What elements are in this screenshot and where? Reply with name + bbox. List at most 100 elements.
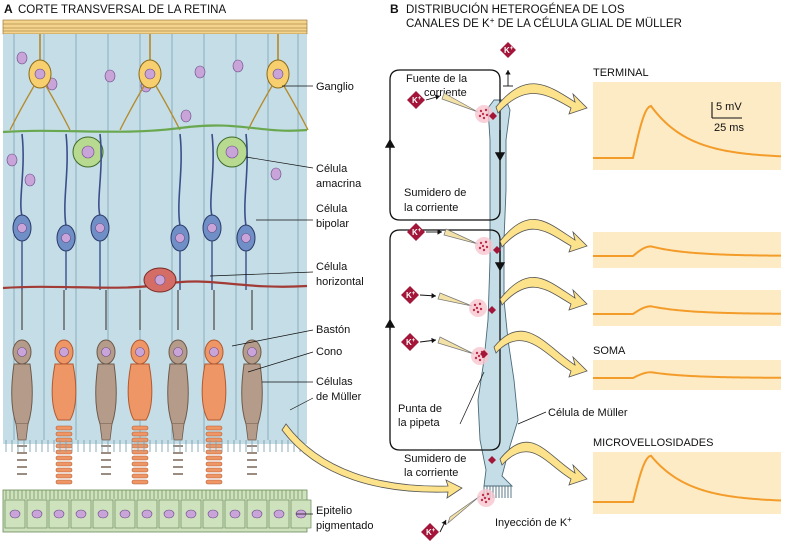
k-dot — [481, 493, 485, 497]
k-ion-efflux — [503, 70, 513, 87]
bipolar-nucleus — [17, 223, 27, 233]
k-dot — [479, 307, 483, 311]
panel-a-title: CORTE TRANSVERSAL DE LA RETINA — [18, 4, 226, 16]
recording-arrow — [499, 219, 588, 253]
label-sumidero-bot-1: Sumidero de — [404, 453, 466, 465]
k-dot — [478, 114, 482, 118]
recording-arrow — [499, 441, 588, 486]
cone-disc — [55, 467, 73, 473]
label-amacrina-2: amacrina — [316, 178, 362, 190]
rod-inner-segment — [95, 363, 117, 425]
k-dot — [477, 354, 481, 358]
k-ion-badge: K+ — [407, 91, 425, 109]
k-dot — [481, 112, 485, 116]
k-ion-badge: K+ — [500, 42, 516, 58]
epithelium-nucleus — [141, 509, 153, 519]
label-epitelio-1: Epitelio — [316, 505, 352, 517]
epithelium-nucleus — [207, 509, 219, 519]
label-cono: Cono — [316, 346, 342, 358]
cone-disc — [55, 449, 73, 455]
muller-nucleus — [6, 153, 18, 167]
label-sumidero-top-1: Sumidero de — [404, 187, 466, 199]
cone-nucleus — [135, 347, 145, 357]
k-dot — [472, 308, 476, 312]
cone-disc — [55, 437, 73, 443]
rod-nucleus — [17, 347, 27, 357]
k-ion-badge: K+ — [401, 286, 419, 304]
k-diamond — [401, 286, 419, 304]
cone-disc — [131, 443, 149, 449]
photoreceptors — [5, 290, 301, 485]
inner-plexiform-line — [2, 124, 308, 134]
k-ion-badge: K+ — [401, 333, 419, 351]
cone-disc — [131, 437, 149, 443]
k-dot — [482, 116, 486, 120]
pipette-arrow — [425, 94, 441, 101]
k-label: K+ — [504, 46, 514, 55]
k-dot — [475, 306, 479, 310]
cone-disc — [55, 425, 73, 431]
pipette — [441, 92, 479, 113]
amacrine-cells — [72, 136, 248, 168]
k-dot — [478, 358, 482, 362]
bipolar-cells — [12, 133, 256, 290]
recording-arrow — [493, 330, 588, 378]
nerve-fiber-layer — [2, 19, 308, 35]
epithelium-nucleus — [273, 509, 285, 519]
k-dot — [479, 109, 483, 113]
rod-nucleus — [247, 347, 257, 357]
muller-nucleus — [16, 51, 28, 65]
rod-nucleus — [101, 347, 111, 357]
muller-nucleus — [180, 109, 192, 123]
cone-disc — [205, 455, 223, 461]
scale-bar: 5 mV 25 ms — [711, 101, 744, 134]
k-diamond — [500, 42, 516, 58]
k-dot — [487, 497, 491, 501]
cone-disc — [205, 437, 223, 443]
k-dot — [479, 241, 483, 245]
label-horizontal-1: Célula — [316, 261, 348, 273]
muller-nucleus — [24, 173, 36, 187]
cone-disc — [131, 455, 149, 461]
cone-nucleus — [59, 347, 69, 357]
rod-cilium — [15, 423, 29, 441]
recording-background — [593, 290, 781, 326]
k-label: K+ — [406, 338, 416, 347]
cone-disc — [205, 467, 223, 473]
k-diamond — [401, 333, 419, 351]
ganglion-cells — [9, 34, 309, 131]
label-sumidero-top-2: la corriente — [404, 202, 458, 214]
recording-trace — [593, 305, 782, 315]
k-dot — [483, 496, 487, 500]
panel-b-title-1: DISTRIBUCIÓN HETEROGÉNEA DE LOS — [406, 3, 625, 16]
k-label: K+ — [412, 96, 422, 105]
k-diamond — [407, 223, 425, 241]
recording-panel — [499, 277, 782, 326]
k-dot — [484, 240, 488, 244]
cone-disc — [55, 443, 73, 449]
ganglion-dendrite — [9, 85, 71, 131]
k-diamond — [421, 523, 439, 541]
k-dot — [478, 302, 482, 306]
recording-panel: SOMA — [493, 330, 782, 390]
k-dot — [475, 351, 479, 355]
k-dot — [481, 244, 485, 248]
cone-nucleus — [209, 347, 219, 357]
pipette — [437, 292, 473, 307]
cone-disc — [55, 461, 73, 467]
bipolar-axon — [98, 133, 102, 217]
k-ion-badge: K+ — [407, 223, 425, 241]
k-dot — [480, 498, 484, 502]
cone-disc — [205, 443, 223, 449]
muller-nucleus — [194, 65, 206, 79]
bipolar-axon — [64, 133, 68, 227]
label-epitelio-2: pigmentado — [316, 520, 374, 532]
cone-disc — [131, 467, 149, 473]
k-ion-badge: K+ — [421, 523, 439, 541]
recording-background — [593, 232, 781, 268]
epithelium-nucleus — [31, 509, 43, 519]
pipette-arrow — [419, 293, 437, 299]
recording-panel: TERMINAL — [495, 67, 782, 170]
link-arrow — [281, 423, 463, 499]
cone-disc — [131, 473, 149, 479]
